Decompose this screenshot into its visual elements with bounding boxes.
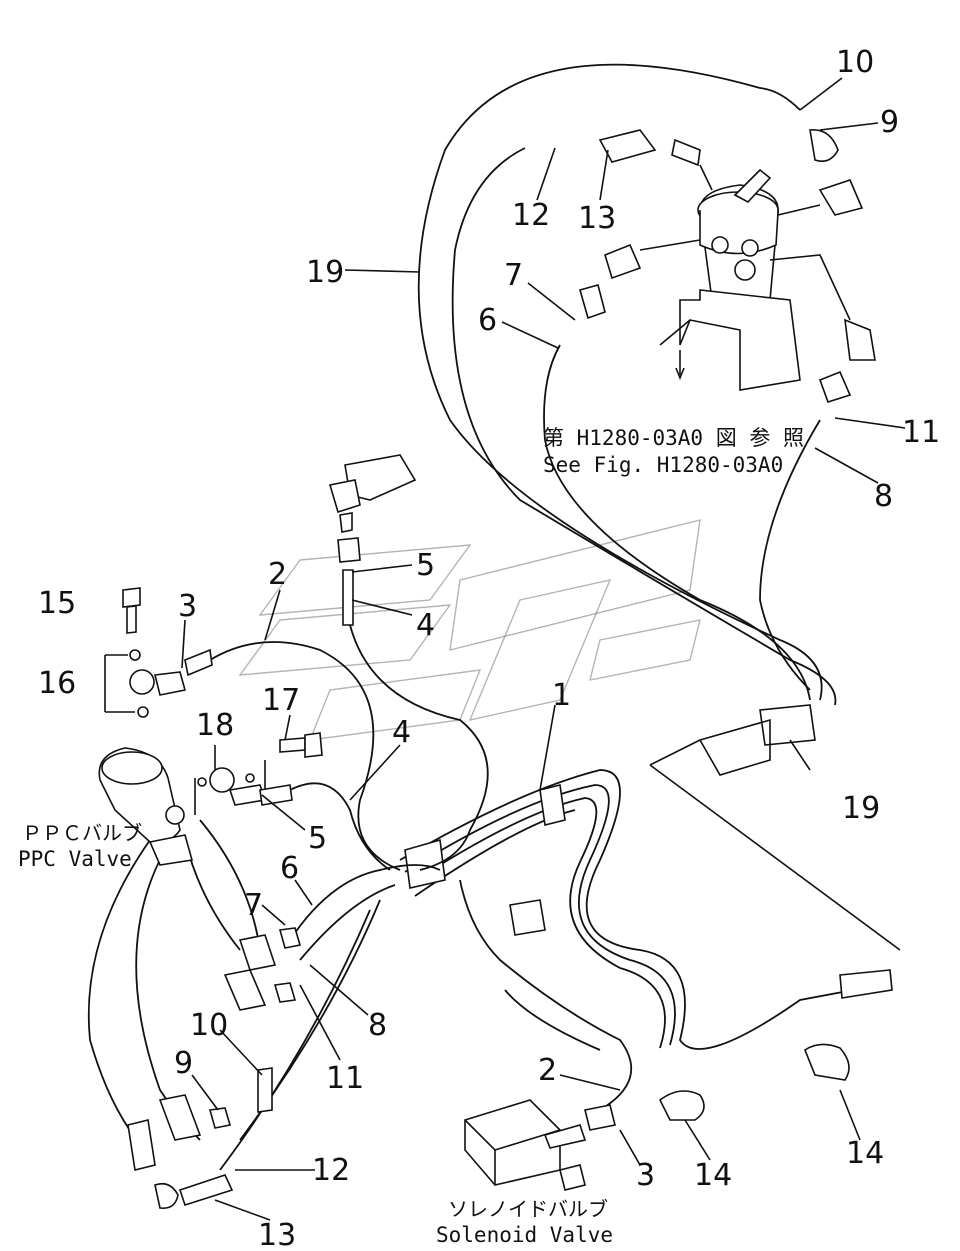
upper-valve-assembly [579, 129, 876, 403]
callout-10-lower: 10 [190, 1008, 228, 1043]
leader-lines [181, 77, 906, 1221]
callout-5: 5 [416, 548, 435, 583]
hose-lines [87, 63, 901, 1171]
callout-5-lower: 5 [308, 821, 327, 856]
callout-1: 1 [552, 678, 571, 713]
notes: 第 H1280-03A0 図 参 照 See Fig. H1280-03A0 Ｐ… [18, 426, 804, 1247]
callout-10: 10 [836, 45, 874, 80]
callout-numbers: 10 9 12 13 19 7 6 11 8 5 4 2 3 15 16 1 1… [38, 45, 940, 1251]
callout-9: 9 [880, 105, 899, 140]
callout-4: 4 [416, 608, 435, 643]
callout-3: 3 [178, 589, 197, 624]
solenoid-valve-label-en: Solenoid Valve [436, 1223, 613, 1247]
see-fig-note-jp: 第 H1280-03A0 図 参 照 [543, 426, 804, 450]
solenoid-valve-label-jp: ソレノイドバルブ [448, 1197, 608, 1221]
callout-14: 14 [694, 1158, 732, 1193]
callout-17: 17 [262, 683, 300, 718]
callout-16: 16 [38, 666, 76, 701]
callout-18: 18 [196, 708, 234, 743]
callout-13-lower: 13 [258, 1218, 296, 1251]
callout-9-lower: 9 [174, 1046, 193, 1081]
callout-15: 15 [38, 586, 76, 621]
callout-8: 8 [874, 479, 893, 514]
callout-14-right: 14 [846, 1136, 884, 1171]
callout-11: 11 [902, 415, 940, 450]
callout-6: 6 [478, 303, 497, 338]
watermark [238, 519, 701, 741]
callout-3-lower: 3 [636, 1158, 655, 1193]
callout-7-lower: 7 [244, 888, 263, 923]
clamps [658, 1043, 850, 1121]
callout-19-lower: 19 [842, 791, 880, 826]
ppc-valve-label-en: PPC Valve [18, 847, 132, 871]
callout-12: 12 [512, 198, 550, 233]
callout-19: 19 [306, 255, 344, 290]
callout-11-lower: 11 [326, 1061, 364, 1096]
callout-7: 7 [504, 258, 523, 293]
callout-13: 13 [578, 201, 616, 236]
middle-fittings [104, 454, 417, 815]
solenoid-valve [464, 1099, 616, 1191]
ppc-valve [98, 747, 194, 866]
callout-6-lower: 6 [280, 851, 299, 886]
see-fig-note-en: See Fig. H1280-03A0 [543, 453, 783, 477]
callout-2-lower: 2 [538, 1053, 557, 1088]
callout-8-lower: 8 [368, 1008, 387, 1043]
callout-4-lower: 4 [392, 715, 411, 750]
ppc-valve-label-jp: ＰＰＣバルブ [22, 821, 142, 845]
left-connectors [127, 927, 302, 1210]
callout-12-lower: 12 [312, 1153, 350, 1188]
callout-2: 2 [268, 557, 287, 592]
